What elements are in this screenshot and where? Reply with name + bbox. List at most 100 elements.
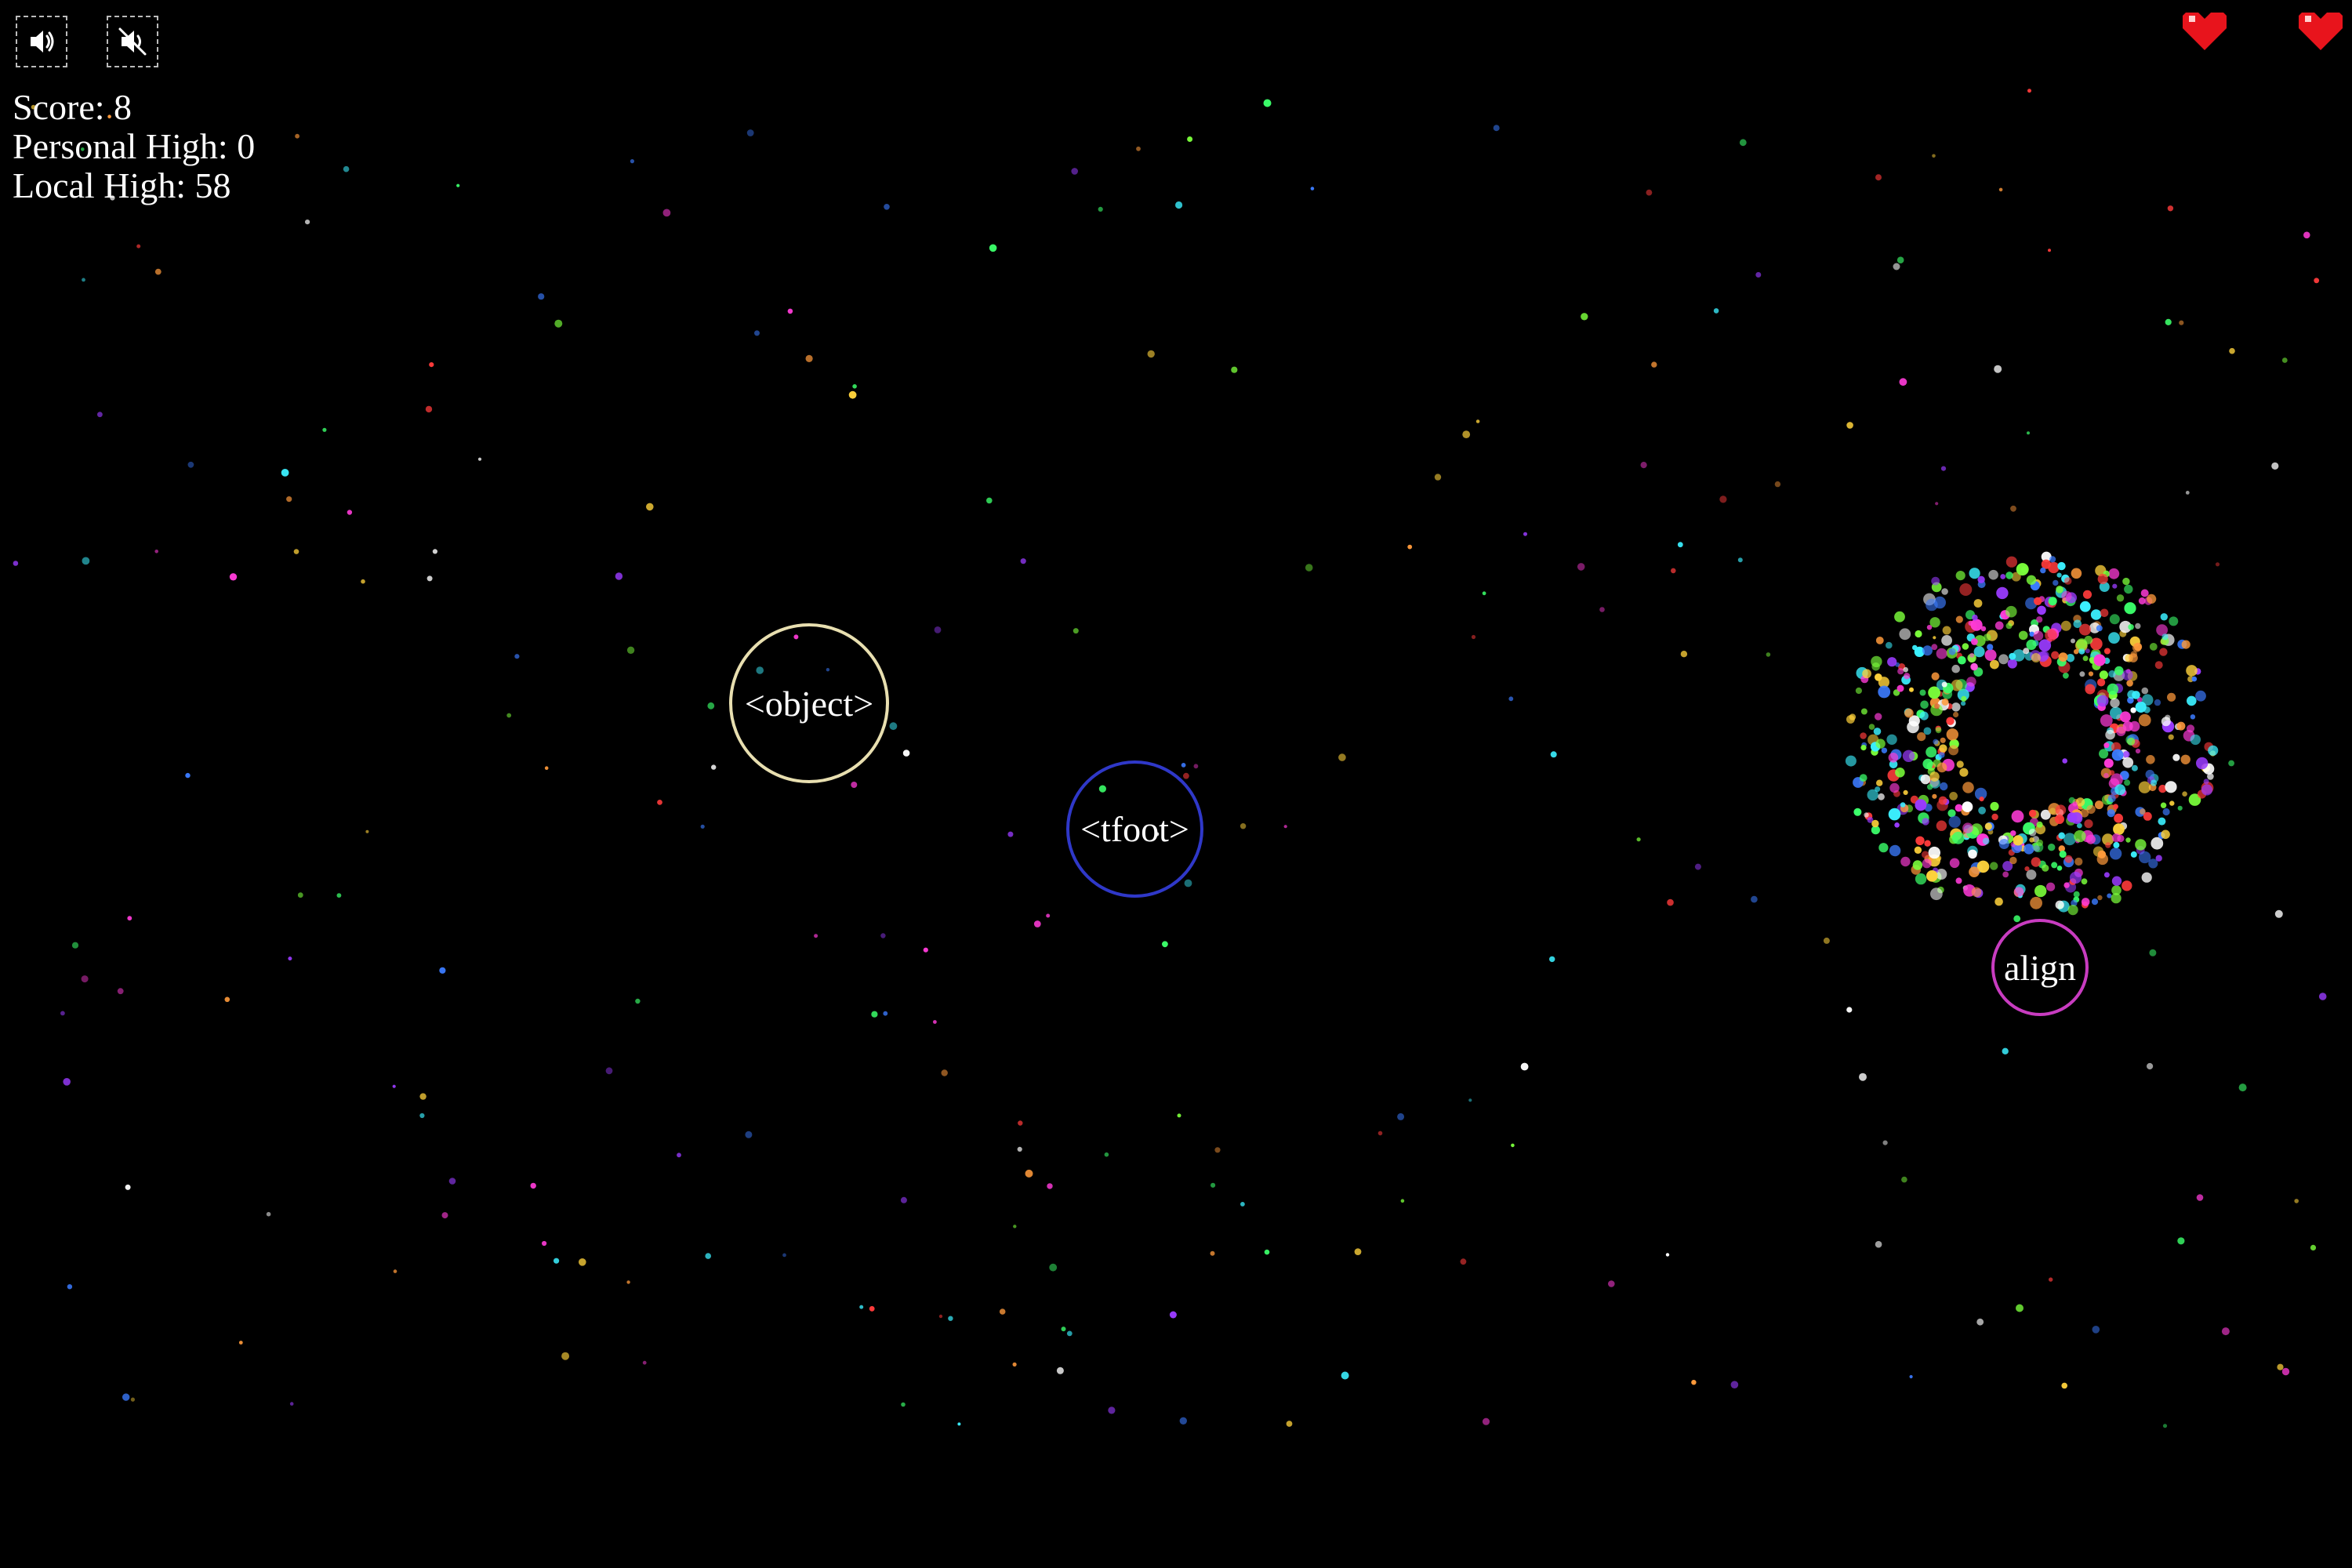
- confetti-particle: [1936, 648, 1947, 659]
- star-dot: [1581, 313, 1588, 321]
- star-dot: [1187, 136, 1193, 142]
- confetti-particle: [2073, 891, 2080, 898]
- star-dot: [1846, 1007, 1853, 1013]
- confetti-particle: [2162, 808, 2170, 816]
- star-dot: [187, 461, 194, 468]
- confetti-particle: [2005, 556, 2017, 568]
- star-dot: [538, 293, 545, 300]
- star-dot: [2048, 249, 2051, 252]
- confetti-particle: [1873, 728, 1882, 735]
- confetti-particle: [2139, 851, 2151, 864]
- star-dot: [429, 362, 434, 368]
- confetti-particle: [1969, 568, 1980, 579]
- star-dot: [630, 159, 635, 164]
- star-dot: [224, 996, 230, 1003]
- confetti-particle: [2181, 640, 2190, 649]
- star-dot: [1047, 1183, 1053, 1189]
- confetti-particle: [1969, 652, 1975, 658]
- confetti-particle: [1895, 768, 1905, 778]
- confetti-particle: [1951, 664, 1960, 673]
- confetti-particle: [2074, 829, 2086, 843]
- confetti-particle: [1889, 844, 1901, 857]
- confetti-particle: [2135, 839, 2147, 851]
- star-dot: [1049, 1263, 1058, 1272]
- heart-icon: [2299, 13, 2343, 50]
- confetti-particle: [2102, 833, 2114, 846]
- confetti-particle: [1955, 804, 1963, 812]
- word-bubble-tfoot[interactable]: <tfoot>: [1066, 760, 1203, 898]
- confetti-particle: [1946, 717, 1955, 725]
- confetti-particle: [2013, 915, 2021, 923]
- confetti-particle: [1897, 668, 1904, 675]
- confetti-particle: [1867, 817, 1874, 823]
- confetti-particle: [1888, 753, 1899, 763]
- confetti-particle: [1973, 646, 1985, 658]
- confetti-particle: [1941, 698, 1949, 706]
- confetti-particle: [2023, 648, 2030, 655]
- sound-on-button[interactable]: [16, 16, 67, 67]
- confetti-particle: [2113, 823, 2125, 835]
- star-dot: [2221, 1327, 2230, 1336]
- confetti-particle: [2109, 770, 2115, 776]
- confetti-particle: [1928, 846, 1940, 859]
- confetti-particle: [2110, 706, 2122, 720]
- confetti-particle: [2013, 887, 2024, 897]
- star-dot: [626, 1280, 630, 1284]
- star-dot: [642, 1360, 647, 1365]
- star-dot: [1377, 1131, 1383, 1136]
- confetti-particle: [1946, 728, 1958, 741]
- star-dot: [554, 319, 563, 328]
- confetti-particle: [2122, 880, 2132, 891]
- confetti-particle: [2069, 871, 2082, 884]
- confetti-particle: [2135, 622, 2141, 630]
- confetti-particle: [2107, 893, 2112, 898]
- confetti-particle: [2190, 734, 2201, 746]
- star-dot: [1177, 1113, 1181, 1118]
- confetti-particle: [1871, 826, 1880, 835]
- confetti-particle: [1875, 739, 1886, 749]
- star-dot: [266, 1211, 271, 1217]
- star-dot: [2049, 1277, 2053, 1282]
- confetti-particle: [2034, 884, 2047, 898]
- star-dot: [1549, 956, 1555, 963]
- confetti-particle: [1953, 711, 1959, 718]
- confetti-particle: [2156, 624, 2168, 636]
- confetti-particle: [2187, 695, 2197, 706]
- confetti-particle: [1926, 870, 1938, 882]
- confetti-particle: [2089, 657, 2096, 663]
- star-dot: [393, 1269, 397, 1273]
- confetti-particle: [2082, 590, 2092, 599]
- confetti-particle: [1951, 702, 1961, 712]
- star-dot: [933, 1020, 937, 1024]
- confetti-particle: [2124, 584, 2133, 594]
- confetti-particle: [1941, 588, 1948, 595]
- confetti-particle: [1948, 648, 1956, 655]
- sound-off-button[interactable]: [107, 16, 158, 67]
- star-dot: [923, 947, 928, 953]
- confetti-particle: [1889, 782, 1900, 793]
- confetti-particle: [1984, 649, 1997, 662]
- word-bubble-object[interactable]: <object>: [729, 623, 889, 783]
- confetti-particle: [1988, 569, 1998, 580]
- confetti-particle: [1968, 620, 1973, 626]
- confetti-particle: [1978, 806, 1986, 815]
- star-dot: [1994, 365, 2002, 373]
- confetti-particle: [2076, 638, 2088, 650]
- star-dot: [1511, 1143, 1515, 1148]
- star-dot: [1434, 474, 1442, 481]
- confetti-particle: [2124, 602, 2136, 615]
- star-dot: [934, 626, 942, 633]
- confetti-particle: [1927, 784, 1933, 790]
- confetti-particle: [1878, 843, 1889, 853]
- confetti-particle: [1867, 789, 1878, 801]
- word-bubble-align[interactable]: align: [1991, 919, 2089, 1016]
- star-dot: [425, 405, 433, 413]
- star-dot: [1691, 1380, 1697, 1385]
- star-dot: [107, 114, 111, 118]
- confetti-particle: [1929, 617, 1940, 628]
- confetti-particle: [1948, 745, 1959, 756]
- confetti-particle: [1934, 703, 1940, 710]
- star-dot: [185, 772, 191, 779]
- star-dot: [1017, 1146, 1022, 1152]
